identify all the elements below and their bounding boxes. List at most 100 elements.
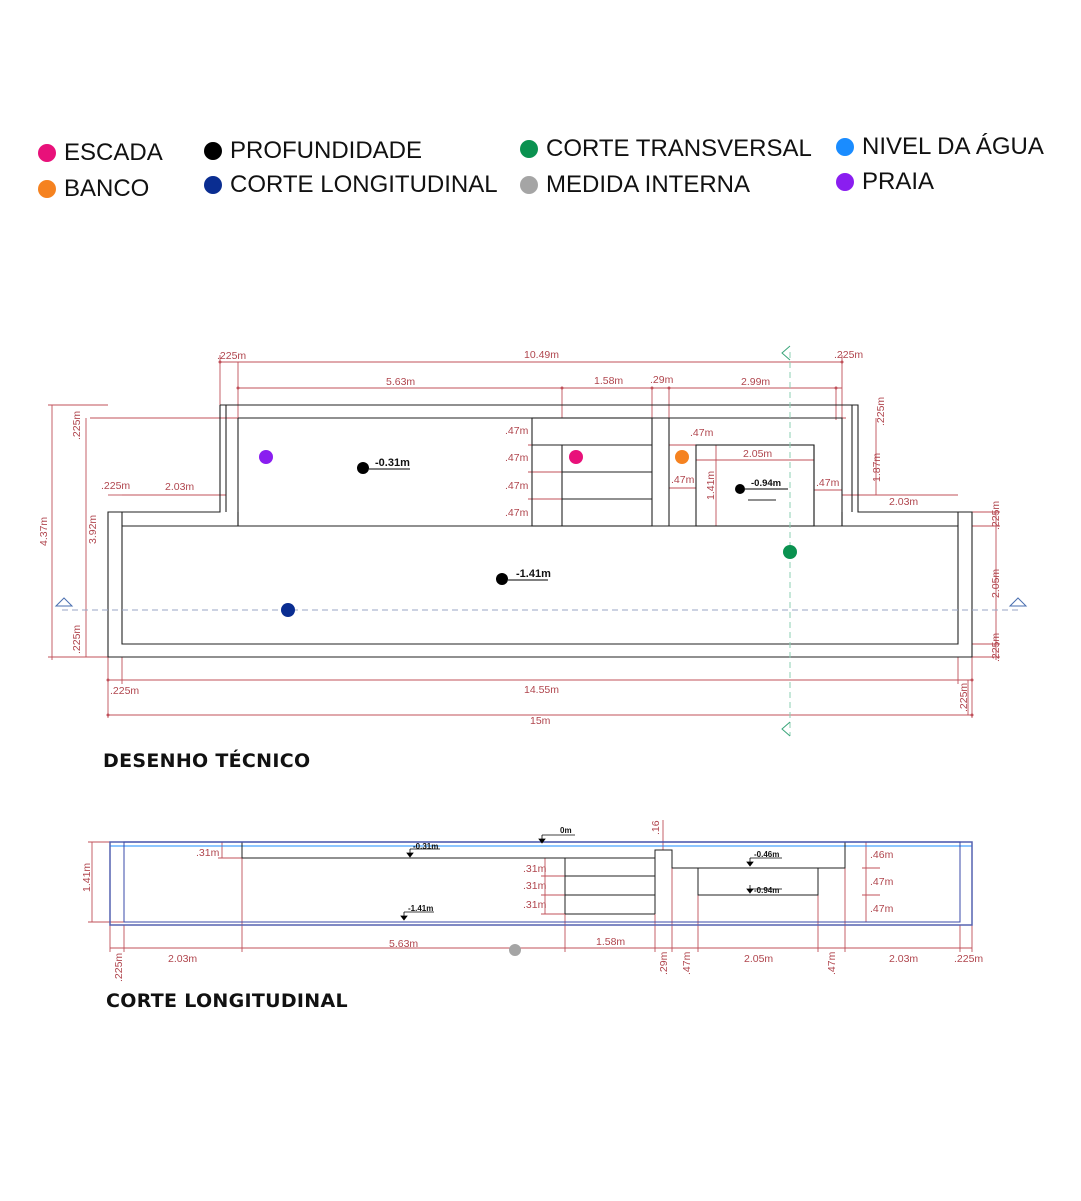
dim-text: 1.58m xyxy=(594,375,623,387)
dim-text: .225m xyxy=(954,953,983,965)
dim-text: .47m xyxy=(671,474,695,486)
legend-item-praia: PRAIA xyxy=(836,168,934,196)
legend-label-corte-transversal: CORTE TRANSVERSAL xyxy=(546,135,812,162)
dim-text: .225m xyxy=(875,397,887,426)
legend-dot-corte-longitudinal xyxy=(204,176,222,194)
plan-drawing: -0.31m -1.41m -0.94m .225m 10.49m .225m … xyxy=(38,345,1028,737)
dim-text: .47m xyxy=(505,480,529,492)
level-praia: -0.31m xyxy=(375,457,410,469)
legend-label-banco: BANCO xyxy=(64,175,150,202)
section-dimension-lines xyxy=(88,820,973,952)
dim-text: .225m xyxy=(834,349,863,361)
section-level-deep: -1.41m xyxy=(408,904,433,913)
corte-transversal-marker xyxy=(783,545,797,559)
legend-item-corte-longitudinal: CORTE LONGITUDINAL xyxy=(204,171,498,199)
dim-text: 14.55m xyxy=(524,684,559,696)
section-level-markers xyxy=(400,834,782,921)
dim-text: 1.58m xyxy=(596,936,625,948)
dim-text: .29m xyxy=(658,951,670,975)
dim-text: .47m xyxy=(505,425,529,437)
dim-text: 10.49m xyxy=(524,349,559,361)
medida-interna-marker xyxy=(509,944,521,956)
legend-dot-banco xyxy=(38,180,56,198)
legend-dot-escada xyxy=(38,144,56,162)
dim-text: 5.63m xyxy=(386,376,415,388)
legend-dot-praia xyxy=(836,173,854,191)
corte-longitudinal-marker xyxy=(281,603,295,617)
dim-text: 2.03m xyxy=(889,496,918,508)
dim-text: 2.05m xyxy=(743,448,772,460)
dim-text: .225m xyxy=(958,683,970,712)
section-level-banco-top: -0.46m xyxy=(754,850,779,859)
dim-text: 2.05m xyxy=(990,569,1002,598)
plan-dimension-lines xyxy=(48,355,1000,718)
section-title: CORTE LONGITUDINAL xyxy=(106,990,348,1012)
dim-text: .31m xyxy=(196,847,220,859)
legend-dot-medida-interna xyxy=(520,176,538,194)
depth-marker-praia xyxy=(357,462,369,474)
section-level-zero: 0m xyxy=(560,826,572,835)
dim-text: 1.41m xyxy=(705,471,717,500)
dim-text: 1.87m xyxy=(871,453,883,482)
praia-marker xyxy=(259,450,273,464)
section-outline xyxy=(241,842,846,915)
dim-text: 2.03m xyxy=(889,953,918,965)
depth-marker-banco xyxy=(735,484,745,494)
level-deep: -1.41m xyxy=(516,568,551,580)
plan-dimension-ticks xyxy=(106,360,974,717)
legend-label-medida-interna: MEDIDA INTERNA xyxy=(546,171,751,198)
dim-text: 4.37m xyxy=(38,517,50,546)
legend-item-escada: ESCADA xyxy=(38,139,163,167)
dim-text: .31m xyxy=(523,899,547,911)
dim-text: 5.63m xyxy=(389,938,418,950)
plan-outline xyxy=(107,404,973,658)
legend-item-medida-interna: MEDIDA INTERNA xyxy=(520,171,750,199)
dim-text: 2.05m xyxy=(744,953,773,965)
legend-label-escada: ESCADA xyxy=(64,139,163,166)
legend-dot-corte-transversal xyxy=(520,140,538,158)
dim-text: .225m xyxy=(71,411,83,440)
dim-text: .47m xyxy=(870,903,894,915)
dim-text: 1.41m xyxy=(81,863,93,892)
legend-item-corte-transversal: CORTE TRANSVERSAL xyxy=(520,135,812,163)
legend-item-profundidade: PROFUNDIDADE xyxy=(204,137,422,165)
dim-text: .47m xyxy=(870,876,894,888)
dim-text: .47m xyxy=(681,951,693,975)
dim-text: .225m xyxy=(113,953,125,982)
dim-text: .47m xyxy=(816,477,840,489)
depth-marker-deep xyxy=(496,573,508,585)
legend-item-nivel-da-agua: NIVEL DA ÁGUA xyxy=(836,133,1044,161)
dim-text: .225m xyxy=(101,480,130,492)
dim-text: .31m xyxy=(523,863,547,875)
legend-label-corte-longitudinal: CORTE LONGITUDINAL xyxy=(230,171,498,198)
section-arrow-transversal-icon xyxy=(781,345,791,737)
dim-text: .16m xyxy=(650,820,662,835)
dim-text: .47m xyxy=(505,452,529,464)
dim-text: 2.99m xyxy=(741,376,770,388)
dim-text: 3.92m xyxy=(87,515,99,544)
plan-title: DESENHO TÉCNICO xyxy=(103,750,311,772)
legend-label-profundidade: PROFUNDIDADE xyxy=(230,137,423,164)
section-arrow-icon xyxy=(54,597,1028,607)
legend-label-nivel-da-agua: NIVEL DA ÁGUA xyxy=(862,133,1044,160)
legend-item-banco: BANCO xyxy=(38,175,149,203)
dim-text: .46m xyxy=(870,849,894,861)
legend-dot-nivel-da-agua xyxy=(836,138,854,156)
dim-text: .47m xyxy=(826,951,838,975)
dim-text: .47m xyxy=(505,507,529,519)
dim-text: 15m xyxy=(530,715,551,727)
dim-text: .225m xyxy=(990,501,1002,530)
dim-text: .47m xyxy=(690,427,714,439)
legend-label-praia: PRAIA xyxy=(862,168,935,195)
section-level-praia: -0.31m xyxy=(413,842,438,851)
dim-text: .29m xyxy=(650,374,674,386)
legend-dot-profundidade xyxy=(204,142,222,160)
dim-text: 2.03m xyxy=(168,953,197,965)
dim-text: .31m xyxy=(523,880,547,892)
dim-text: .225m xyxy=(110,685,139,697)
section-drawing: 0m -0.31m -1.41m -0.46m -0.94m 1.41m .31… xyxy=(81,820,983,982)
dim-text: .225m xyxy=(71,625,83,654)
escada-marker xyxy=(569,450,583,464)
dim-text: .225m xyxy=(217,350,246,362)
dim-text: 2.03m xyxy=(165,481,194,493)
